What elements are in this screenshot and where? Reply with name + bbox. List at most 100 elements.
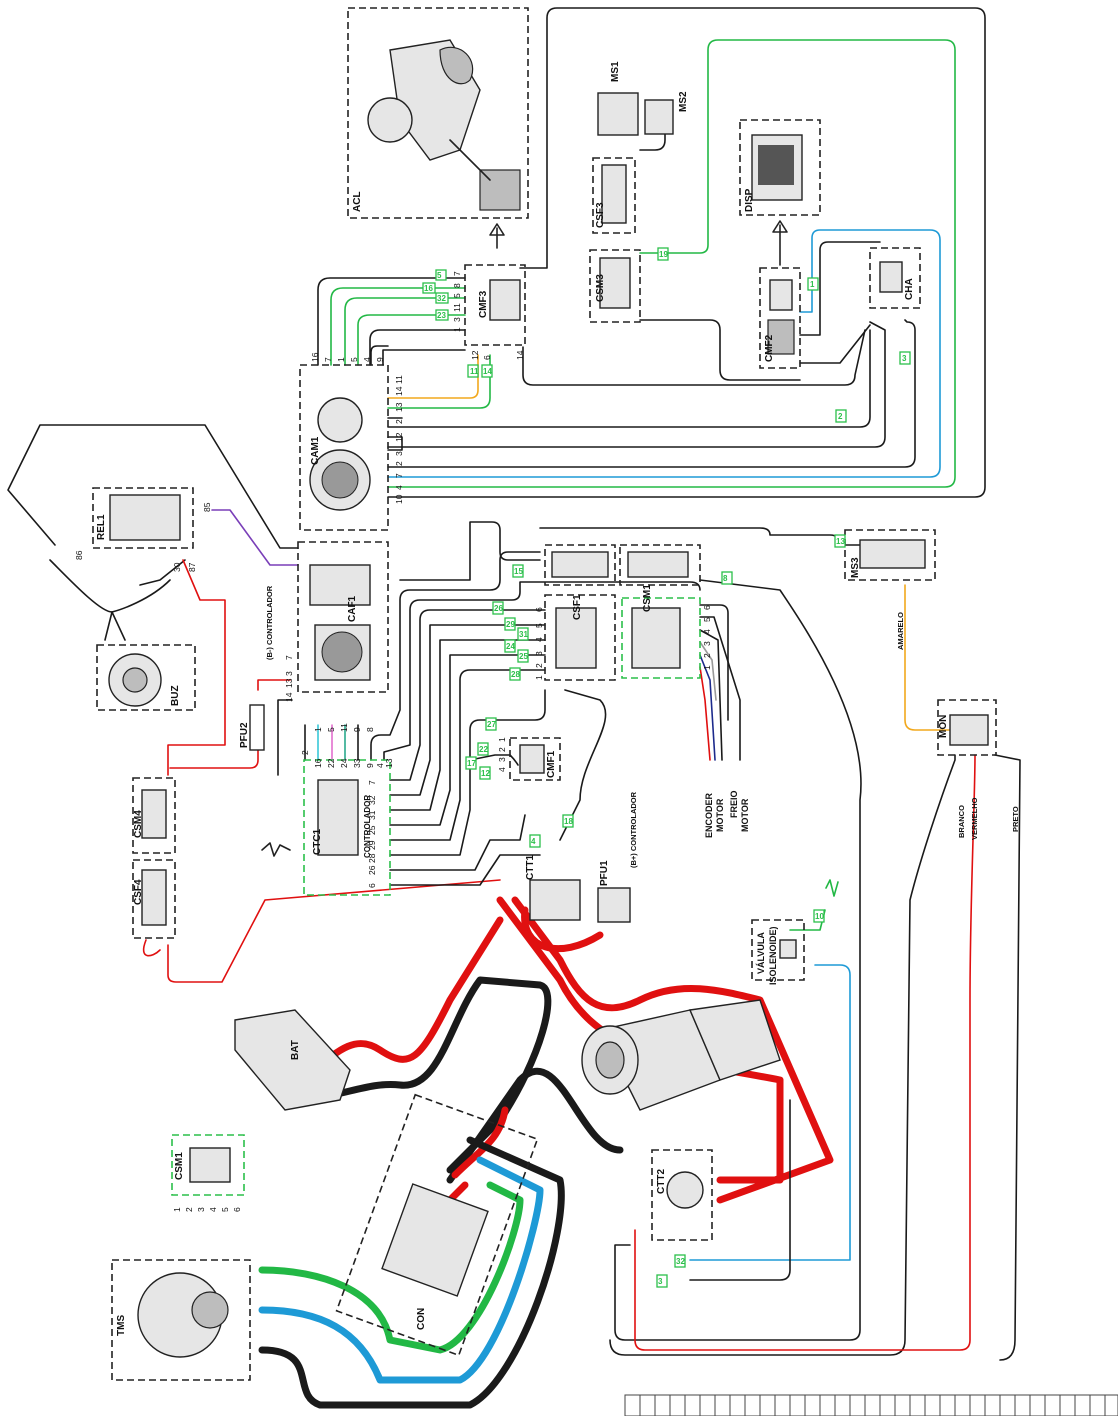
pin-label: 1 xyxy=(497,737,507,742)
pin-label: 8 xyxy=(452,283,462,288)
pin-label: 26 xyxy=(367,865,377,875)
label-acl: ACL xyxy=(352,191,363,212)
label-csm3: CSM3 xyxy=(595,274,606,302)
component-boxes xyxy=(92,7,997,1381)
wire-tag: 18 xyxy=(564,817,573,826)
wire-tag: 14 xyxy=(483,367,492,376)
pin-label: 9 xyxy=(352,727,362,732)
pin-label: 5 xyxy=(534,623,544,628)
pin-label: 2 xyxy=(702,653,712,658)
pin-label: 1 xyxy=(452,327,462,332)
pin-label: 14 xyxy=(394,386,404,396)
pin-label: 28 xyxy=(367,853,377,863)
label-ctt1: CTT1 xyxy=(525,855,536,880)
pin-label: 4 xyxy=(208,1207,218,1212)
component-labels: ACL MS1 MS2 CSF3 CSM3 DISP CMF2 CHA CMF3… xyxy=(96,61,949,1336)
label-pfu2: PFU2 xyxy=(239,722,250,748)
pin-label: 5 xyxy=(326,727,336,732)
pin-label: 7 xyxy=(452,271,462,276)
label-ms2: MS2 xyxy=(678,91,689,112)
wire-tag: 24 xyxy=(506,642,515,651)
pin-label: 6 xyxy=(232,1207,242,1212)
symbols xyxy=(261,220,839,897)
pin-label: 2 xyxy=(394,419,404,424)
label-ms3: MS3 xyxy=(850,557,861,578)
pin-label: 11 xyxy=(339,723,349,732)
wire-tag: 22 xyxy=(479,745,488,754)
pfu1-fuse xyxy=(597,887,631,923)
pin-label: 3 xyxy=(196,1207,206,1212)
pin-label: 12 xyxy=(394,432,404,442)
wire-tag: 27 xyxy=(487,720,496,729)
wire-tag: 13 xyxy=(836,537,845,546)
ground-icon xyxy=(261,842,291,857)
note-amarelo: AMARELO xyxy=(896,612,905,650)
label-cha: CHA xyxy=(904,278,915,300)
pin-labels: 16 7 1 5 4 9 14 11 13 2 12 3 2 7 4 10 7 … xyxy=(74,271,712,1212)
label-buz: BUZ xyxy=(170,685,181,706)
pin-label: 5 xyxy=(349,357,359,362)
pin-label: 29 xyxy=(367,840,377,850)
pin-label: 6 xyxy=(534,607,544,612)
power-cables xyxy=(258,896,834,1409)
pin-label: 6 xyxy=(482,355,492,360)
contactor-ctt2 xyxy=(666,1171,704,1209)
wire-tag: 28 xyxy=(511,670,520,679)
monitor-icon xyxy=(949,714,989,746)
pin-label: 3 xyxy=(497,757,507,762)
label-ctc1: CTC1 xyxy=(312,828,323,855)
wire-tag: 15 xyxy=(514,567,523,576)
pin-label: 9 xyxy=(365,763,375,768)
note-branco: BRANCO xyxy=(957,805,966,838)
label-rel1: REL1 xyxy=(96,514,107,540)
label-pfu1: PFU1 xyxy=(599,860,610,886)
pin-label: 13 xyxy=(284,678,294,688)
label-caf1: CAF1 xyxy=(347,595,358,622)
pin-label: 32 xyxy=(367,795,377,805)
pin-label: 5 xyxy=(220,1207,230,1212)
note-preto: PRETO xyxy=(1011,806,1020,832)
controller-con-icon xyxy=(381,1183,489,1297)
pump-motor-icon xyxy=(581,999,781,1111)
label-bat: BAT xyxy=(290,1040,301,1060)
label-cmf3: CMF3 xyxy=(478,290,489,318)
note-freio-2: MOTOR xyxy=(740,798,750,832)
pin-label: 13 xyxy=(394,402,404,412)
label-ms1: MS1 xyxy=(610,61,621,82)
wire-tag: 32 xyxy=(437,294,446,303)
relay-pin-label: 86 xyxy=(74,550,84,560)
ms3-switch xyxy=(859,539,926,569)
ground-icon xyxy=(825,879,839,897)
pin-label: 22 xyxy=(326,758,336,768)
wire-tags: 5 16 32 23 11 14 2 19 3 1 13 8 15 26 29 … xyxy=(422,247,911,1288)
label-valvula-1: VÁLVULA xyxy=(756,932,766,974)
note-b-plus: (B+) CONTROLADOR xyxy=(629,791,638,868)
pin-label: 2 xyxy=(394,461,404,466)
wire-tag: 19 xyxy=(659,250,668,259)
wire-tag: 3 xyxy=(902,354,907,363)
note-encoder-1: ENCODER xyxy=(704,792,714,838)
ms1-switch xyxy=(597,92,639,136)
label-controlador: CONTROLADOR xyxy=(363,795,372,858)
pin-label: 9 xyxy=(375,357,385,362)
wire-tag: 16 xyxy=(424,284,433,293)
label-cmf2: CMF2 xyxy=(764,334,775,362)
pin-label: 14 xyxy=(515,350,525,360)
pin-label: 25 xyxy=(367,825,377,835)
label-csf3: CSF3 xyxy=(595,202,606,228)
note-labels: (B-) CONTROLADOR (B+) CONTROLADOR ENCODE… xyxy=(265,585,1020,868)
pin-label: 1 xyxy=(336,357,346,362)
wire-tag: 23 xyxy=(437,311,446,320)
wire-tag: 32 xyxy=(676,1257,685,1266)
wire-tag: 3 xyxy=(658,1277,663,1286)
label-disp: DISP xyxy=(744,188,755,212)
note-vermelho: VERMELHO xyxy=(970,797,979,840)
label-cmf1: CMF1 xyxy=(546,750,557,778)
wire-tag: 17 xyxy=(467,759,476,768)
relay-pin-label: 85 xyxy=(202,502,212,512)
wire-tag: 5 xyxy=(437,271,442,280)
label-csm1-bottom: CSM1 xyxy=(174,1152,185,1180)
pin-label: 2 xyxy=(497,747,507,752)
pin-label: 6 xyxy=(367,883,377,888)
